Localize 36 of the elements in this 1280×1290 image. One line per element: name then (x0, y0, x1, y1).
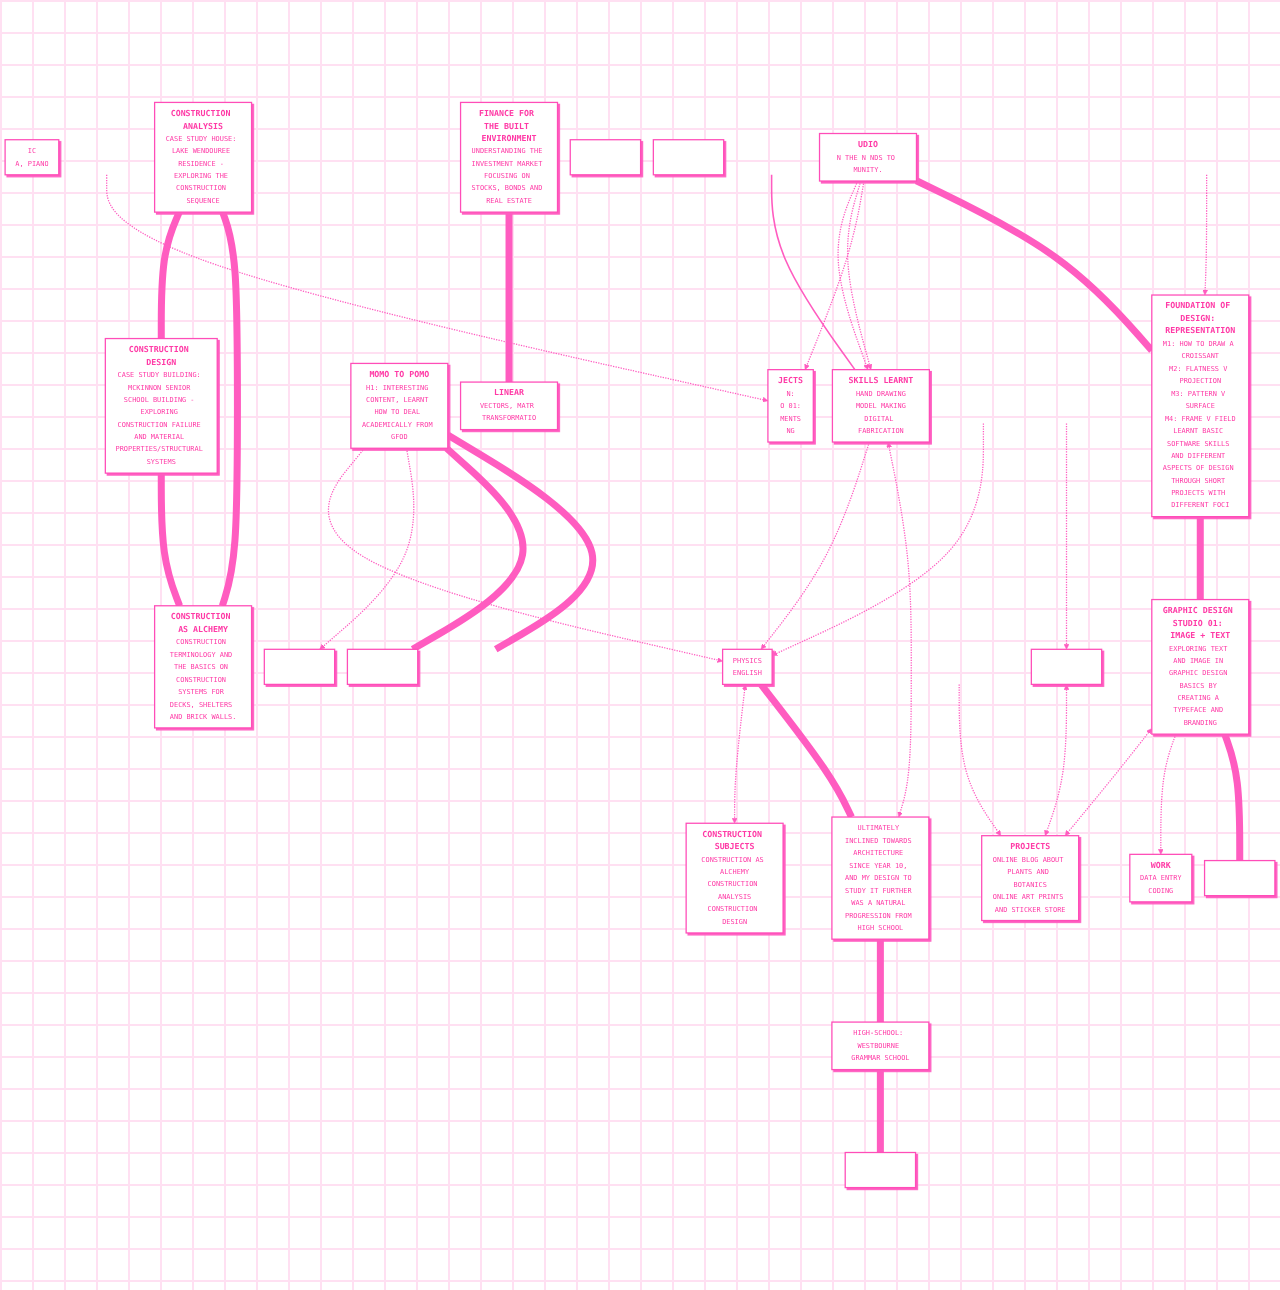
arrow (1158, 733, 1177, 855)
arrow (319, 447, 415, 650)
node-box (1203, 859, 1276, 897)
node-box (346, 648, 419, 685)
node-box (569, 139, 642, 176)
arrow (760, 441, 870, 650)
connector (505, 212, 513, 383)
arrow (1044, 684, 1070, 836)
connector (758, 682, 855, 819)
connector (770, 174, 856, 371)
connector (876, 1069, 884, 1153)
arrow (106, 174, 769, 403)
arrow (837, 180, 869, 370)
arrow (1202, 174, 1208, 296)
node-box (844, 1151, 917, 1189)
arrow (731, 684, 748, 824)
connector (157, 210, 183, 339)
connector (1221, 732, 1244, 861)
arrow (958, 683, 1002, 836)
arrow (1063, 422, 1070, 650)
arrow (886, 442, 912, 818)
arrow (328, 447, 723, 663)
connector (219, 210, 241, 607)
arrow (771, 422, 985, 656)
arrow (804, 180, 865, 370)
node-box (1030, 648, 1103, 685)
connector (157, 473, 183, 608)
arrow (846, 180, 873, 370)
connector (914, 177, 1155, 353)
node-box (652, 139, 725, 176)
connector (1196, 516, 1204, 600)
connector (876, 939, 884, 1023)
connector (410, 445, 527, 653)
connector (446, 432, 597, 653)
node-box (263, 648, 336, 685)
arrow (1064, 728, 1152, 836)
